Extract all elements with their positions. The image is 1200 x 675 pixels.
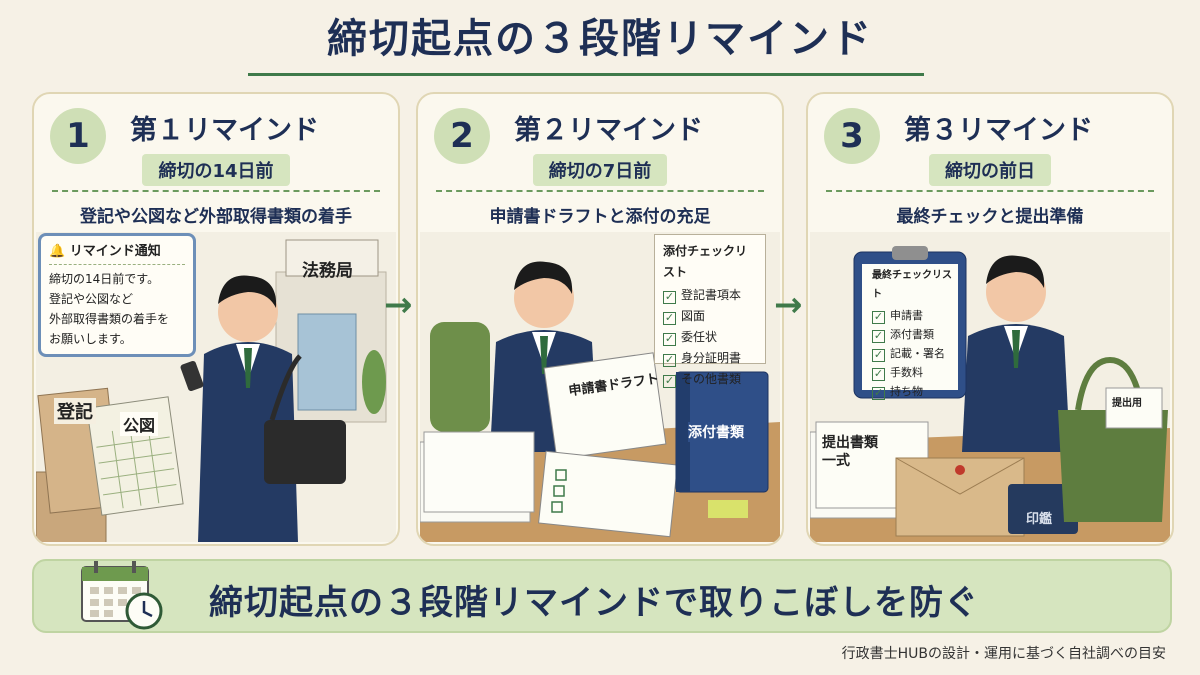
seal-label: 印鑑 bbox=[1026, 512, 1053, 527]
panel-title-3: 第３リマインド bbox=[904, 115, 1093, 146]
stack-label-line-2: 一式 bbox=[822, 453, 850, 469]
step-number-3: 3 bbox=[824, 108, 880, 164]
timing-text-1: 締切の14日前 bbox=[142, 154, 290, 186]
timing-badge-2: 締切の7日前 bbox=[418, 154, 782, 186]
notification-line-4: お願いします。 bbox=[49, 332, 132, 346]
envelope-label: 登記 bbox=[54, 398, 96, 424]
timing-badge-3: 締切の前日 bbox=[808, 154, 1172, 186]
illustration-2 bbox=[420, 232, 780, 542]
final-checklist: 最終チェックリスト ✓申請書 ✓添付書類 ✓記載・署名 ✓手数料 ✓持ち物 bbox=[866, 262, 960, 400]
stack-label-line-1: 提出書類 bbox=[822, 435, 878, 451]
checklist-title-2: 添付チェックリスト bbox=[663, 244, 748, 279]
task-text-1: 登記や公図など外部取得書類の着手 bbox=[80, 207, 352, 227]
reminder-panel-3: 3 第３リマインド 締切の前日 最終チェックと提出準備 最終チェックリスト ✓申… bbox=[806, 92, 1174, 546]
checklist-item: ✓添付書類 bbox=[872, 328, 934, 343]
summary-text: 締切起点の３段階リマインドで取りこぼしを防ぐ bbox=[209, 583, 979, 623]
bell-icon: 🔔 bbox=[49, 244, 66, 259]
title-underline bbox=[248, 73, 924, 76]
notification-line-3: 外部取得書類の着手を bbox=[49, 312, 170, 326]
divider-1 bbox=[52, 190, 380, 192]
illustration-1 bbox=[36, 232, 396, 542]
map-label: 公図 bbox=[120, 412, 159, 436]
checklist-item: ✓身分証明書 bbox=[663, 351, 742, 367]
checkbox-icon: ✓ bbox=[872, 310, 885, 324]
submission-stack-label: 提出書類 一式 bbox=[822, 434, 878, 470]
checklist-title-3: 最終チェックリスト bbox=[872, 270, 952, 300]
source-note: 行政書士HUBの設計・運用に基づく自社調べの目安 bbox=[841, 646, 1166, 662]
checklist-item: ✓図面 bbox=[663, 309, 706, 325]
checklist-item: ✓その他書類 bbox=[663, 372, 742, 388]
reminder-notification: 🔔 リマインド通知 締切の14日前です。 登記や公図など 外部取得書類の着手を … bbox=[38, 233, 196, 357]
step-number-1: 1 bbox=[50, 108, 106, 164]
timing-text-3: 締切の前日 bbox=[929, 154, 1051, 186]
checklist-item: ✓手数料 bbox=[872, 366, 923, 381]
arrow-right-icon: → bbox=[774, 285, 803, 325]
task-text-3: 最終チェックと提出準備 bbox=[896, 207, 1084, 227]
panel-title-2: 第２リマインド bbox=[514, 115, 703, 146]
checkbox-icon: ✓ bbox=[663, 311, 676, 325]
divider-3 bbox=[826, 190, 1154, 192]
illustration-3 bbox=[810, 232, 1170, 542]
checkbox-icon: ✓ bbox=[872, 386, 885, 400]
building-sign: 法務局 bbox=[302, 261, 353, 281]
checklist-item: ✓登記書項本 bbox=[663, 288, 742, 304]
summary-banner: 締切起点の３段階リマインドで取りこぼしを防ぐ bbox=[32, 559, 1172, 633]
checkbox-icon: ✓ bbox=[872, 329, 885, 343]
timing-badge-1: 締切の14日前 bbox=[34, 154, 398, 186]
reminder-panel-1: 1 第１リマインド 締切の14日前 登記や公図など外部取得書類の着手 法務局 登… bbox=[32, 92, 400, 546]
checklist-item: ✓委任状 bbox=[663, 330, 718, 346]
calendar-clock-icon bbox=[81, 561, 163, 630]
checklist-item: ✓持ち物 bbox=[872, 385, 923, 400]
checkbox-icon: ✓ bbox=[663, 332, 676, 346]
notification-title: 🔔 リマインド通知 bbox=[49, 242, 185, 265]
binder-label: 添付書類 bbox=[688, 422, 744, 442]
bag-label: 提出用 bbox=[1112, 398, 1142, 409]
task-text-2: 申請書ドラフトと添付の充足 bbox=[489, 207, 711, 227]
checklist-item: ✓申請書 bbox=[872, 309, 923, 324]
page-title: 締切起点の３段階リマインド bbox=[327, 16, 873, 62]
checkbox-icon: ✓ bbox=[872, 348, 885, 362]
checkbox-icon: ✓ bbox=[663, 353, 676, 367]
reminder-panel-2: 2 第２リマインド 締切の7日前 申請書ドラフトと添付の充足 添付チェックリスト… bbox=[416, 92, 784, 546]
notification-line-2: 登記や公図など bbox=[49, 292, 134, 306]
arrow-right-icon: → bbox=[384, 285, 413, 325]
attachment-checklist: 添付チェックリスト ✓登記書項本 ✓図面 ✓委任状 ✓身分証明書 ✓その他書類 bbox=[654, 234, 766, 388]
timing-text-2: 締切の7日前 bbox=[532, 154, 668, 186]
divider-2 bbox=[436, 190, 764, 192]
step-number-2: 2 bbox=[434, 108, 490, 164]
checklist-item: ✓記載・署名 bbox=[872, 347, 945, 362]
panel-title-1: 第１リマインド bbox=[130, 115, 319, 146]
checkbox-icon: ✓ bbox=[872, 367, 885, 381]
notification-line-1: 締切の14日前です。 bbox=[49, 272, 160, 286]
checkbox-icon: ✓ bbox=[663, 290, 676, 304]
checkbox-icon: ✓ bbox=[663, 374, 676, 388]
